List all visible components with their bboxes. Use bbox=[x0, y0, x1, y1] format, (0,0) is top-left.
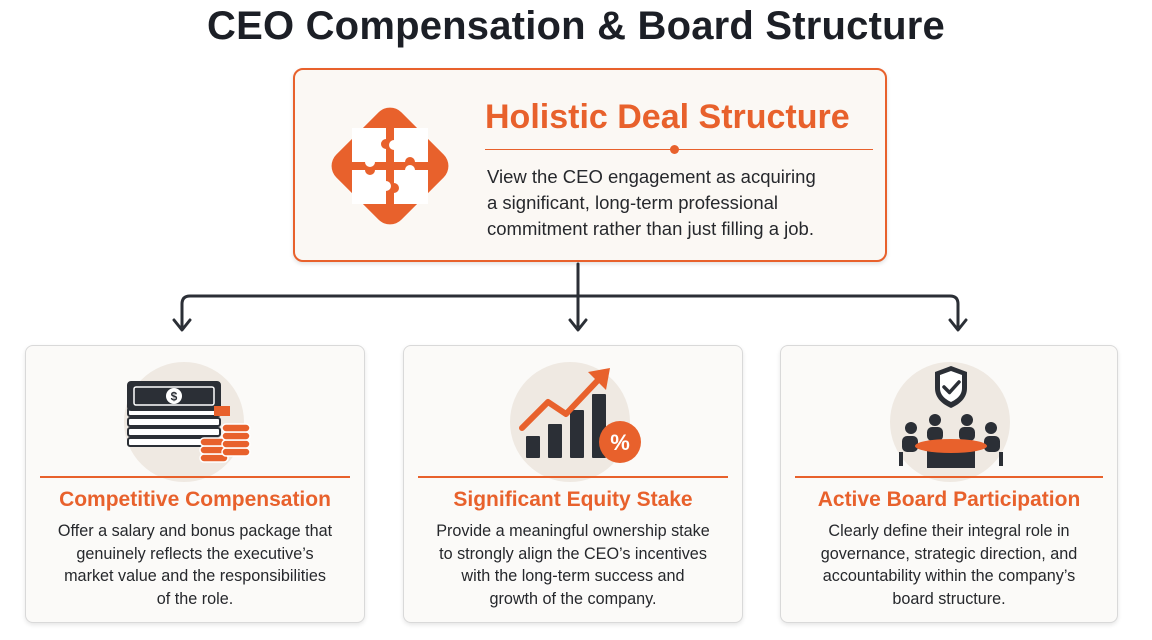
page-title: CEO Compensation & Board Structure bbox=[207, 4, 945, 48]
svg-text:%: % bbox=[610, 430, 630, 455]
svg-text:$: $ bbox=[171, 390, 178, 404]
top-description: View the CEO engagement as acquiring a s… bbox=[487, 164, 857, 242]
card-description: Clearly define their integral role in go… bbox=[797, 520, 1101, 610]
heading-divider bbox=[485, 144, 873, 156]
arrowhead-center bbox=[568, 318, 588, 332]
arrowhead-left bbox=[172, 318, 192, 332]
arrowhead-right bbox=[948, 318, 968, 332]
puzzle-icon bbox=[331, 107, 449, 225]
card-description: Provide a meaningful ownership stake to … bbox=[420, 520, 726, 610]
money-stack-icon: $ bbox=[127, 381, 251, 463]
card-description-line: of the role. bbox=[156, 589, 234, 608]
card-description-line: Offer a salary and bonus package that bbox=[57, 522, 333, 540]
card-significant-equity-stake: % Significant Equity Stake Provide a mea… bbox=[403, 345, 743, 623]
card-divider bbox=[40, 476, 350, 478]
top-heading: Holistic Deal Structure bbox=[485, 98, 850, 136]
card-description-line: Provide a meaningful ownership stake bbox=[436, 522, 710, 540]
holistic-deal-structure-box: Holistic Deal Structure View the CEO eng… bbox=[293, 68, 887, 262]
card-description-line: with the long-term success and bbox=[461, 567, 685, 585]
growth-chart-percent-icon: % bbox=[519, 368, 641, 463]
card-title: Significant Equity Stake bbox=[453, 488, 693, 511]
top-description-line: View the CEO engagement as acquiring bbox=[487, 166, 816, 187]
card-description-line: genuinely reflects the executive’s bbox=[76, 544, 314, 563]
card-divider bbox=[795, 476, 1103, 478]
divider-dot bbox=[670, 145, 679, 154]
top-description-line: commitment rather than just filling a jo… bbox=[487, 218, 814, 239]
card-title: Competitive Compensation bbox=[59, 488, 331, 511]
card-description-line: board structure. bbox=[892, 589, 1006, 608]
card-description-line: Clearly define their integral role in bbox=[828, 522, 1070, 540]
card-title: Active Board Participation bbox=[817, 488, 1081, 511]
card-description-line: growth of the company. bbox=[489, 589, 657, 608]
top-description-line: a significant, long-term professional bbox=[487, 192, 779, 213]
card-active-board-participation: Active Board Participation Clearly defin… bbox=[780, 345, 1118, 623]
card-description: Offer a salary and bonus package that ge… bbox=[42, 520, 348, 610]
card-divider bbox=[418, 476, 728, 478]
card-description-line: to strongly align the CEO’s incentives bbox=[439, 544, 707, 563]
card-description-line: accountability within the company’s bbox=[822, 567, 1076, 585]
connector-branch bbox=[180, 294, 960, 328]
card-description-line: governance, strategic direction, and bbox=[820, 544, 1078, 563]
board-meeting-shield-icon bbox=[899, 366, 1003, 468]
card-competitive-compensation: $ Competitive Compensation Offer a salar… bbox=[25, 345, 365, 623]
card-description-line: market value and the responsibilities bbox=[64, 567, 326, 585]
